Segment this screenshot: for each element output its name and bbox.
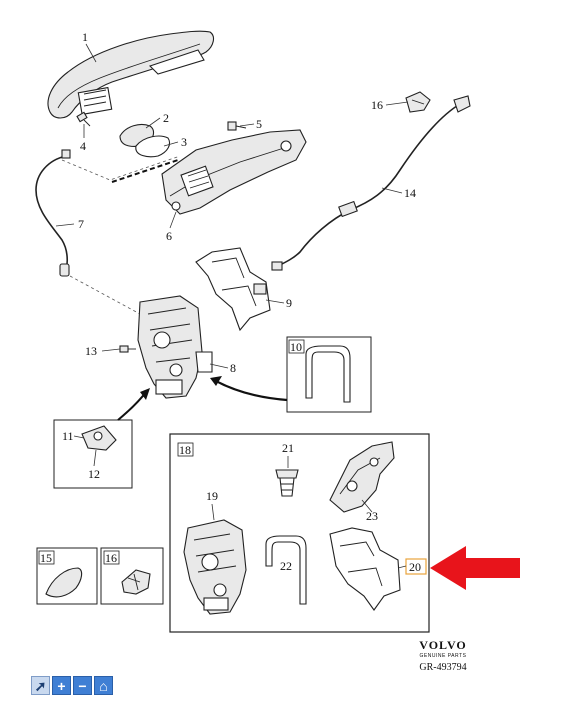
callout-9: 9 — [286, 296, 292, 310]
part-handle-carrier[interactable] — [161, 129, 307, 215]
box-label-15: 15 — [40, 551, 52, 565]
box-label-20: 20 — [409, 560, 421, 574]
box-label-18: 18 — [179, 443, 191, 457]
callout-13: 13 — [85, 344, 97, 358]
part-gasket-3[interactable] — [135, 135, 171, 158]
box-label-10: 10 — [290, 340, 302, 354]
brand-subtitle: GENUINE PARTS — [419, 653, 467, 659]
callout-22: 22 — [280, 559, 292, 573]
part-cable-7[interactable] — [35, 149, 71, 277]
part-lock-8[interactable] — [137, 295, 213, 399]
callout-12: 12 — [88, 467, 100, 481]
highlight-arrow — [430, 546, 520, 590]
inset-box-16[interactable]: 16 — [100, 547, 164, 605]
part-screw-4[interactable] — [76, 111, 91, 127]
callout-6: 6 — [166, 229, 172, 243]
parts-diagram: 1 2 3 4 5 6 7 14 16 9 8 13 10 11 12 18 — [35, 30, 520, 633]
callout-14: 14 — [404, 186, 416, 200]
inset-box-10[interactable]: 10 — [286, 336, 372, 413]
callout-8: 8 — [230, 361, 236, 375]
callout-2: 2 — [163, 111, 169, 125]
callout-16: 16 — [371, 98, 383, 112]
callout-7: 7 — [78, 217, 84, 231]
callout-4: 4 — [80, 139, 86, 153]
callout-5: 5 — [256, 117, 262, 131]
zoom-out-icon[interactable]: − — [73, 676, 92, 695]
inset-box-11-12[interactable]: 11 12 — [53, 419, 133, 489]
part-cover-9[interactable] — [195, 247, 271, 332]
callout-11: 11 — [62, 429, 74, 443]
part-screw-13[interactable] — [119, 345, 136, 353]
callout-3: 3 — [181, 135, 187, 149]
pointer-icon[interactable]: ➚ — [31, 676, 50, 695]
callout-21: 21 — [282, 441, 294, 455]
diagram-code: GR-493794 — [419, 662, 467, 673]
box-label-16: 16 — [105, 551, 117, 565]
zoom-toolbar: ➚ + − ⌂ — [31, 676, 113, 695]
callout-19: 19 — [206, 489, 218, 503]
inset-box-18[interactable]: 18 19 22 21 23 20 — [169, 433, 430, 633]
leader-lines — [55, 43, 409, 369]
inset-box-15[interactable]: 15 — [36, 547, 98, 605]
home-icon[interactable]: ⌂ — [94, 676, 113, 695]
brand-block: VOLVO GENUINE PARTS GR-493794 — [412, 638, 474, 673]
zoom-in-icon[interactable]: + — [52, 676, 71, 695]
callout-23: 23 — [366, 509, 378, 523]
callout-1: 1 — [82, 30, 88, 44]
part-clip-16-top[interactable] — [405, 91, 431, 113]
highlight-label-20 — [405, 558, 427, 575]
part-outer-handle[interactable] — [47, 30, 215, 119]
part-screw-5[interactable] — [227, 121, 247, 131]
callouts-main: 1 2 3 4 5 6 7 14 16 9 8 13 — [78, 30, 416, 375]
brand-logo: VOLVO — [419, 638, 467, 652]
part-cable-14[interactable] — [271, 95, 471, 271]
